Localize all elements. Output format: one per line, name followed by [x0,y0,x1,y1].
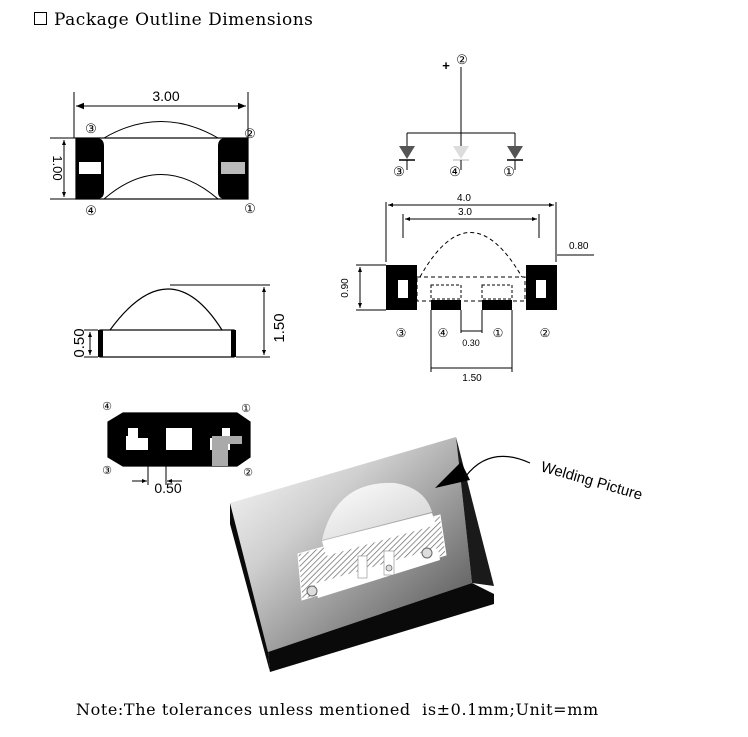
anode-plus-sign: + [442,58,450,73]
checkbox-square-icon [34,12,47,25]
side-total-height-dim: 1.50 [271,313,288,342]
footprint-outer-dim: 4.0 [457,193,471,204]
anode-pin-label: ② [456,52,468,67]
top-width-dim: 3.00 [152,88,179,104]
top-height-dim: 1.00 [50,155,65,180]
led-diode-2 [453,146,469,170]
footprint-pin1-label: ① [493,326,504,340]
footprint-pin3-label: ③ [396,326,407,340]
footprint-pad-width-dim: 0.80 [569,241,589,252]
cathode-pin-3-label: ③ [393,164,405,179]
footprint-pin2-label: ② [540,326,551,340]
bottom-pin1-label: ① [241,403,251,415]
title-text: Package Outline Dimensions [54,10,314,30]
cathode-pin-1-label: ① [503,164,515,179]
footprint-pad-height-dim: 0.90 [340,278,351,298]
top-view: 3.00 1.00 ③ ② ④ ① [50,88,256,218]
footprint-inner-dim: 3.0 [458,207,472,218]
welding-picture-label: Welding Picture [539,459,644,504]
tolerance-note: Note:The tolerances unless mentioned is±… [76,700,599,719]
circuit-schematic: + ② ③ ④ ① [393,52,523,179]
bottom-pin3-label: ③ [102,465,112,477]
side-body-height-dim: 0.50 [71,328,88,357]
side-view: 1.50 0.50 [71,284,288,358]
footprint-pin4-label: ④ [438,326,449,340]
led-diode-1 [399,146,415,170]
top-pin1-label: ① [244,201,256,216]
bottom-pin4-label: ④ [102,401,112,413]
welding-picture: Welding Picture [230,437,644,672]
top-pin2-label: ② [244,126,256,141]
footprint-view: 4.0 3.0 0.80 0.90 0.30 1.50 ③ ④ ① ② [340,193,594,384]
bottom-pin2-label: ② [243,467,253,479]
bottom-view: ④ ① ③ ② 0.50 [102,401,253,496]
footprint-gap-dim: 0.30 [462,338,480,348]
footprint-span-dim: 1.50 [462,373,482,384]
page-title: Package Outline Dimensions [34,10,313,30]
top-pin3-label: ③ [85,121,97,136]
cathode-pin-4-label: ④ [449,164,461,179]
led-diode-3 [507,146,523,170]
top-pin4-label: ④ [85,203,97,218]
bottom-pad-spacing-dim: 0.50 [154,480,181,496]
